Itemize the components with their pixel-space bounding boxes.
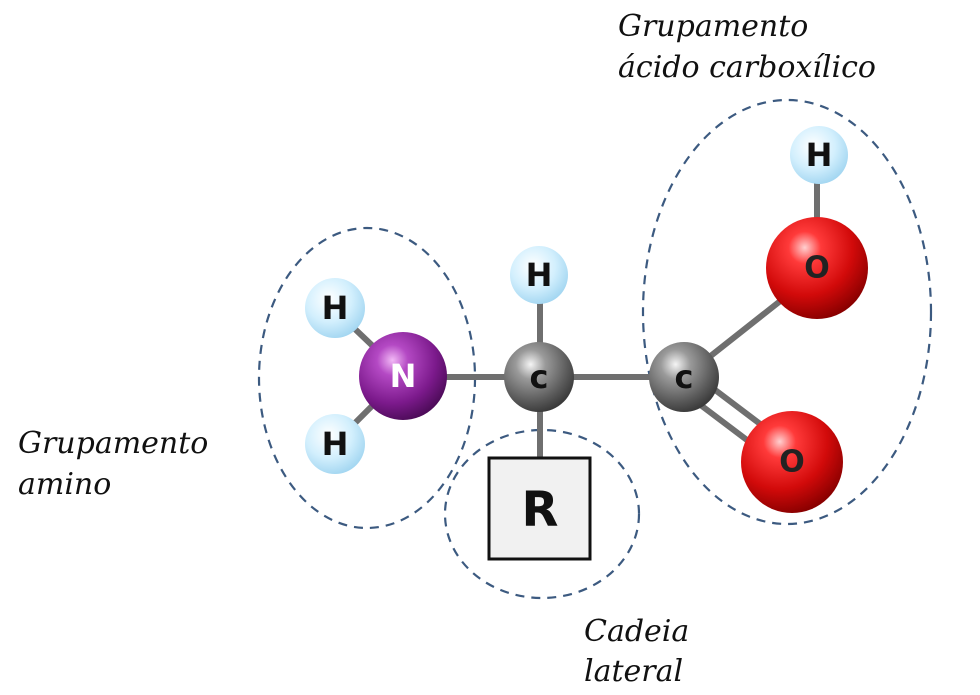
atom-carboxyl-carbon: c — [649, 342, 719, 412]
atom-oxygen-hydroxyl-label: O — [804, 251, 830, 286]
r-group-label: R — [522, 482, 559, 538]
atom-h-alpha-label: H — [526, 256, 553, 294]
atom-h-amino-top: H — [305, 278, 365, 338]
atom-nitrogen-label: N — [390, 357, 417, 395]
atom-oxygen-double: O — [741, 411, 843, 513]
atom-nitrogen: N — [359, 332, 447, 420]
atom-h-amino-bottom: H — [305, 414, 365, 474]
carboxyl-group-outline — [641, 98, 933, 526]
atom-h-amino-bottom-label: H — [322, 425, 349, 463]
r-group-box: R — [487, 456, 592, 561]
atom-alpha-carbon: c — [504, 342, 574, 412]
side-chain-outline — [443, 428, 641, 600]
side-chain-label-line2: lateral — [584, 654, 683, 689]
atom-h-hydroxyl: H — [790, 126, 848, 184]
side-chain-label-line1: Cadeia — [584, 614, 689, 649]
atom-h-alpha: H — [510, 246, 568, 304]
atom-oxygen-hydroxyl: O — [766, 217, 868, 319]
atom-h-hydroxyl-label: H — [806, 136, 833, 174]
bonds — [332, 152, 820, 474]
amino-label-line2: amino — [18, 467, 111, 502]
atom-oxygen-double-label: O — [779, 445, 805, 480]
carboxyl-label-line2: ácido carboxílico — [618, 50, 876, 85]
carboxyl-label-line1: Grupamento — [618, 9, 808, 44]
atom-alpha-carbon-label: c — [530, 358, 549, 396]
amino-label-line1: Grupamento — [18, 426, 208, 461]
atom-carboxyl-carbon-label: c — [675, 358, 694, 396]
atom-h-amino-top-label: H — [322, 289, 349, 327]
